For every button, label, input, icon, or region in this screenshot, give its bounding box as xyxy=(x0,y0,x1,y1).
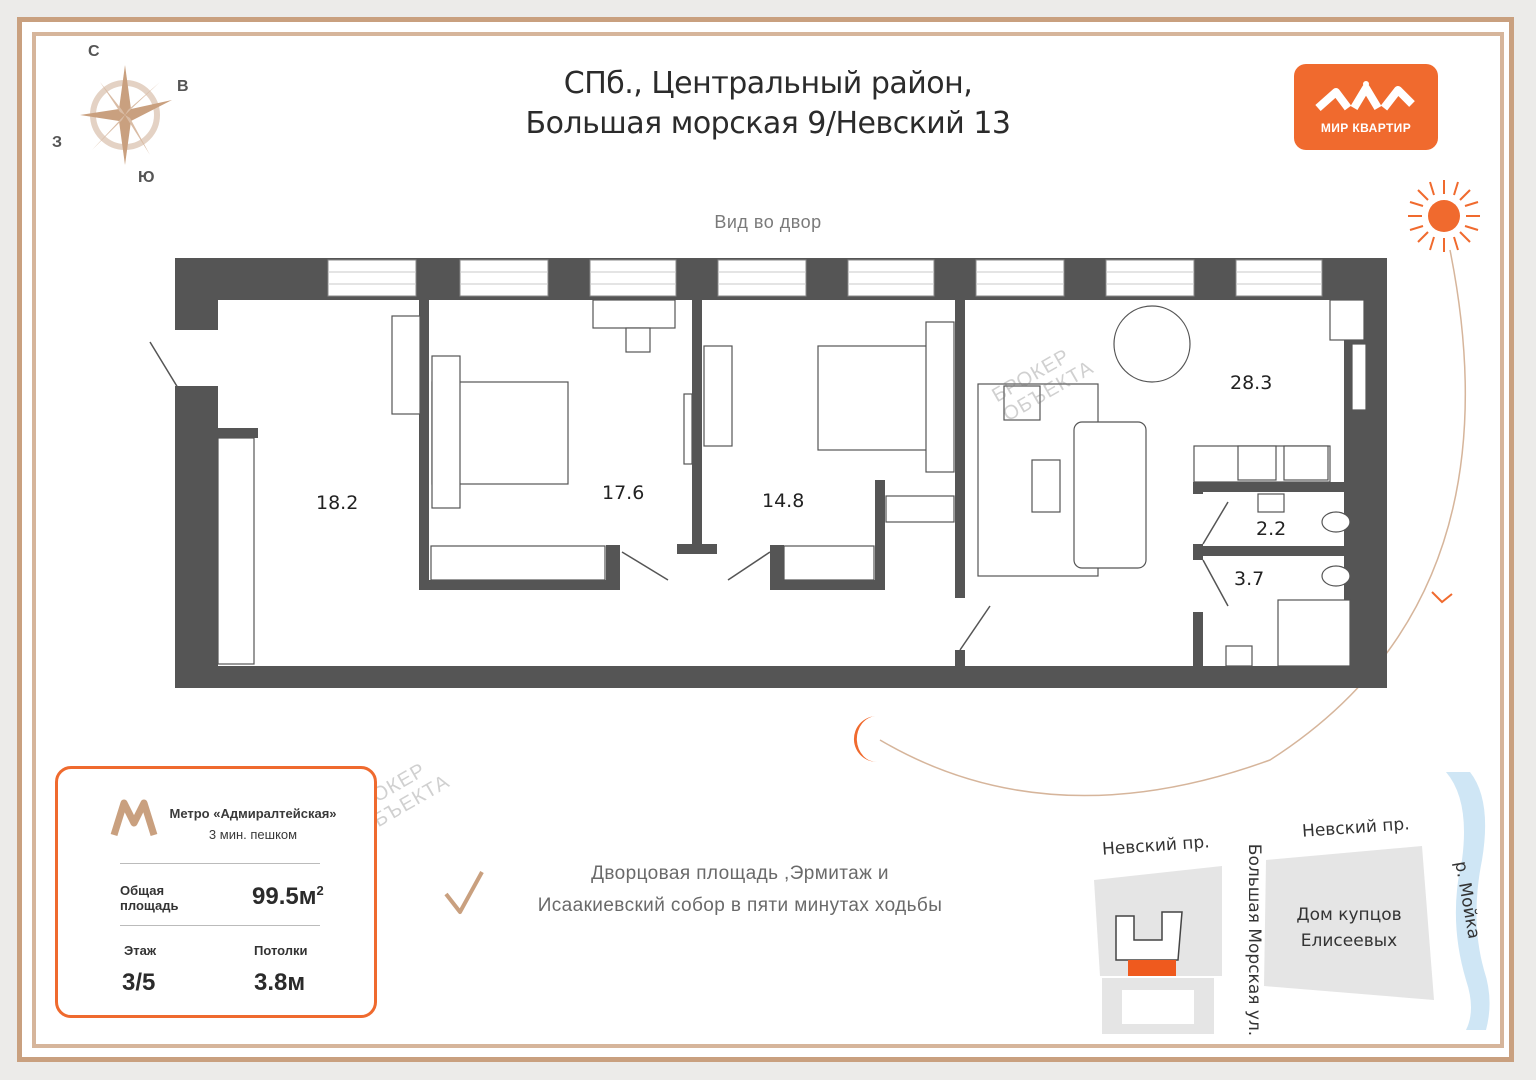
room-bath2-area: 3.7 xyxy=(1234,568,1265,590)
info-card: Метро «Адмиралтейская» 3 мин. пешком Общ… xyxy=(55,766,377,1018)
floor-value: 3/5 xyxy=(122,969,156,996)
card-divider-1 xyxy=(120,863,320,864)
room-bath1-area: 2.2 xyxy=(1256,518,1287,540)
room-kitchen-area: 28.3 xyxy=(1230,372,1273,394)
street-bolshaya-morskaya: Большая Морская ул. xyxy=(1244,843,1264,1037)
area-label-1: Общая xyxy=(120,883,165,898)
eliseev-house xyxy=(1264,846,1434,1000)
promo-line-1: Дворцовая площадь ,Эрмитаж и xyxy=(591,863,889,884)
river-moika xyxy=(1446,772,1490,1030)
metro-icon xyxy=(110,799,158,837)
room-bedroom2-area: 14.8 xyxy=(762,490,805,512)
checkmark-icon xyxy=(444,871,484,914)
area-value-sup: 2 xyxy=(316,883,324,898)
metro-walk: 3 мин. пешком xyxy=(208,827,298,842)
compass-north: С xyxy=(88,43,100,60)
promo-text: Дворцовая площадь ,Эрмитаж и Исаакиевски… xyxy=(490,858,990,922)
area-value-number: 99.5м xyxy=(252,883,317,910)
logo-mark-icon xyxy=(1315,81,1415,111)
area-label: Общая площадь xyxy=(120,883,178,913)
eliseev-house-label: Дом купцов Елисеевых xyxy=(1284,902,1414,954)
promo-line-2: Исаакиевский собор в пяти минутах ходьбы xyxy=(537,895,943,916)
area-label-2: площадь xyxy=(120,898,179,913)
building-line-2: Елисеевых xyxy=(1300,931,1398,951)
windows xyxy=(327,259,1323,297)
brand-logo: МИР КВАРТИР xyxy=(1294,64,1438,150)
furniture xyxy=(217,299,1367,667)
sun-icon xyxy=(1408,180,1480,252)
area-value: 99.5м2 xyxy=(252,883,324,911)
ceiling-value: 3.8м xyxy=(254,969,306,996)
ceiling-label: Потолки xyxy=(254,943,308,958)
room-hall-area: 18.2 xyxy=(316,492,359,514)
floor-label: Этаж xyxy=(124,943,157,958)
building-line-1: Дом купцов xyxy=(1296,905,1402,925)
compass-west: З xyxy=(52,134,63,151)
address-line-1: СПб., Центральный район, xyxy=(563,66,973,101)
metro-title: Метро «Адмиралтейская» xyxy=(169,806,337,821)
compass-rose-icon xyxy=(80,65,172,165)
room-bedroom1-area: 17.6 xyxy=(602,482,645,504)
metro-info: Метро «Адмиралтейская» 3 мин. пешком xyxy=(160,803,346,845)
apartment-marker xyxy=(1128,960,1176,976)
card-divider-2 xyxy=(120,925,320,926)
compass-south: Ю xyxy=(138,169,155,186)
logo-text: МИР КВАРТИР xyxy=(1320,121,1412,135)
doors xyxy=(149,341,1229,651)
page-title: СПб., Центральный район, Большая морская… xyxy=(468,64,1068,144)
address-line-2: Большая морская 9/Невский 13 xyxy=(525,106,1011,141)
view-label: Вид во двор xyxy=(714,212,822,232)
compass-east: В xyxy=(177,78,189,95)
